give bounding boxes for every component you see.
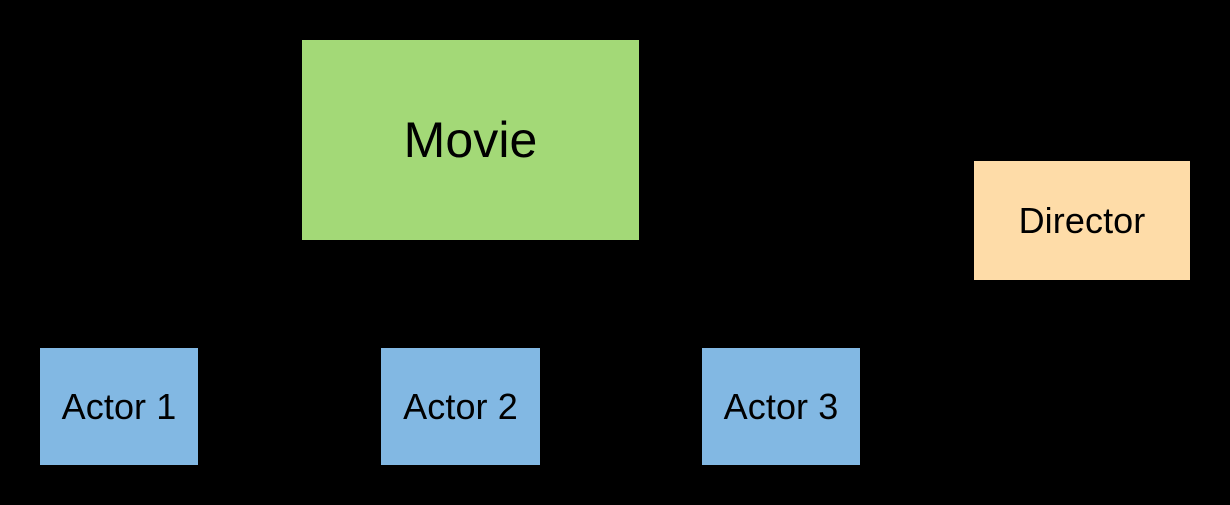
node-actor-1[interactable]: Actor 1 (40, 348, 198, 465)
node-actor-3[interactable]: Actor 3 (702, 348, 860, 465)
node-director-label: Director (1018, 199, 1146, 241)
node-actor-2-label: Actor 2 (403, 385, 518, 427)
node-movie-label: Movie (403, 111, 538, 168)
node-director[interactable]: Director (974, 161, 1190, 280)
node-actor-3-label: Actor 3 (723, 385, 839, 427)
node-movie[interactable]: Movie (302, 40, 639, 240)
node-actor-2[interactable]: Actor 2 (381, 348, 540, 465)
node-actor-1-label: Actor 1 (61, 385, 177, 427)
